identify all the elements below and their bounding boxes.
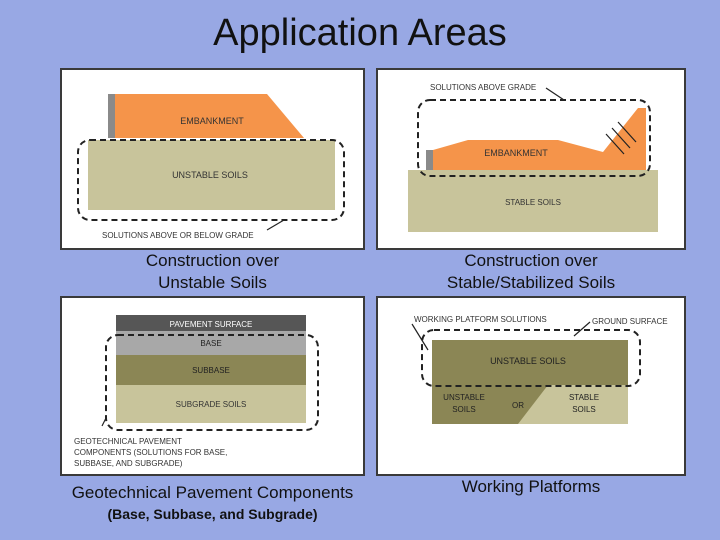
unstable-soils-label: UNSTABLE SOILS (490, 356, 566, 366)
pavement-surface-label: PAVEMENT SURFACE (170, 320, 253, 329)
working-platform-label: WORKING PLATFORM SOLUTIONS (414, 315, 547, 324)
solutions-note: SOLUTIONS ABOVE OR BELOW GRADE (102, 231, 254, 240)
solution-zone-outline (105, 334, 319, 431)
geogrid-mark-1 (605, 133, 625, 155)
geogrid-mark-2 (611, 127, 631, 149)
subgrade-label: SUBGRADE SOILS (176, 400, 247, 409)
solution-zone-outline (421, 329, 641, 387)
or-label: OR (512, 401, 524, 410)
leader-line-right (573, 321, 591, 337)
panel-unstable-soils: EMBANKMENT UNSTABLE SOILS SOLUTIONS ABOV… (60, 68, 365, 250)
panel-working-platforms: WORKING PLATFORM SOLUTIONS GROUND SURFAC… (376, 296, 686, 476)
diagram-stable-soils: SOLUTIONS ABOVE GRADE EMBANKMENT STABLE … (408, 83, 658, 232)
page-title: Application Areas (213, 12, 507, 54)
solution-zone-outline (77, 139, 345, 221)
geogrid-mark-3 (617, 121, 637, 143)
subgrade-layer (116, 385, 306, 423)
retaining-wall (108, 94, 115, 138)
components-note-line1: GEOTECHNICAL PAVEMENT (74, 437, 182, 446)
subbase-label: SUBBASE (192, 366, 230, 375)
components-note-line2: COMPONENTS (SOLUTIONS FOR BASE, (74, 448, 227, 457)
caption-stable-soils: Construction over Stable/Stabilized Soil… (446, 251, 616, 292)
unstable-soil-region (432, 385, 548, 424)
leader-line (101, 417, 107, 427)
caption-unstable-soils: Construction over Unstable Soils (145, 251, 280, 292)
leader-line (545, 87, 565, 101)
unstable-small-label-1: UNSTABLE (443, 393, 485, 402)
panel-stable-soils: SOLUTIONS ABOVE GRADE EMBANKMENT STABLE … (376, 68, 686, 250)
pavement-surface-layer (116, 315, 306, 331)
solutions-above-note: SOLUTIONS ABOVE GRADE (430, 83, 536, 92)
embankment-label: EMBANKMENT (180, 116, 244, 126)
leader-line-left (411, 323, 429, 351)
embankment-shape (115, 94, 304, 138)
base-label: BASE (200, 339, 221, 348)
caption-working-platforms: Working Platforms (461, 477, 601, 496)
embankment-shape (433, 108, 646, 170)
solution-zone-outline (417, 99, 651, 177)
stable-soil-shape (408, 170, 658, 232)
subbase-layer (116, 355, 306, 385)
components-note-line3: SUBBASE, AND SUBGRADE) (74, 459, 183, 468)
ground-surface-label: GROUND SURFACE (592, 317, 668, 326)
unstable-small-label-2: SOILS (452, 405, 476, 414)
embankment-label: EMBANKMENT (484, 148, 548, 158)
unstable-soil-shape (88, 140, 335, 210)
retaining-wall (426, 150, 433, 170)
unstable-soils-label: UNSTABLE SOILS (172, 170, 248, 180)
stable-small-label-1: STABLE (569, 393, 599, 402)
unstable-soil-layer (432, 340, 628, 385)
caption-pavement-components: Geotechnical Pavement Components (71, 483, 354, 502)
diagram-unstable-soils: EMBANKMENT UNSTABLE SOILS SOLUTIONS ABOV… (77, 94, 345, 240)
stable-small-label-2: SOILS (572, 405, 596, 414)
leader-line (266, 219, 285, 231)
subcaption-pavement-components: (Base, Subbase, and Subgrade) (107, 506, 318, 522)
panel-pavement-components: PAVEMENT SURFACE BASE SUBBASE SUBGRADE S… (60, 296, 365, 476)
diagram-working-platforms: WORKING PLATFORM SOLUTIONS GROUND SURFAC… (411, 315, 668, 424)
diagram-pavement: PAVEMENT SURFACE BASE SUBBASE SUBGRADE S… (74, 315, 319, 468)
stable-soils-label: STABLE SOILS (505, 198, 561, 207)
